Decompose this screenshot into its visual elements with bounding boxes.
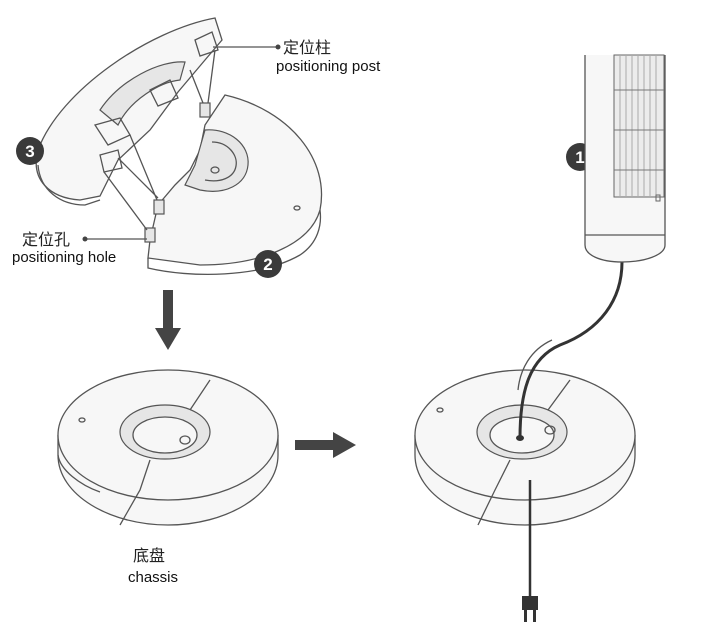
post-leader-dot bbox=[275, 44, 281, 50]
svg-text:2: 2 bbox=[263, 255, 272, 274]
power-plug-icon bbox=[522, 596, 538, 622]
guide-lines bbox=[103, 49, 216, 231]
right-arrow-icon bbox=[295, 432, 356, 458]
post-label-cn: 定位柱 bbox=[283, 38, 331, 57]
hole-label-cn: 定位孔 bbox=[22, 230, 70, 249]
badge-3: 3 bbox=[16, 137, 44, 165]
down-arrow-icon bbox=[155, 290, 181, 350]
badge-2: 2 bbox=[254, 250, 282, 278]
base-half-part-2 bbox=[144, 94, 323, 276]
svg-text:1: 1 bbox=[575, 148, 584, 167]
hole-leader-dot bbox=[82, 236, 88, 242]
chassis-assembled bbox=[57, 369, 279, 526]
chassis-label-cn: 底盘 bbox=[133, 546, 165, 565]
chassis-label-en: chassis bbox=[128, 569, 178, 586]
svg-text:3: 3 bbox=[25, 142, 34, 161]
post-label-en: positioning post bbox=[276, 58, 381, 75]
chassis-with-cord bbox=[414, 261, 636, 598]
base-half-part-3 bbox=[35, 17, 223, 206]
fan-tower bbox=[584, 54, 666, 263]
hole-label-en: positioning hole bbox=[12, 249, 116, 266]
